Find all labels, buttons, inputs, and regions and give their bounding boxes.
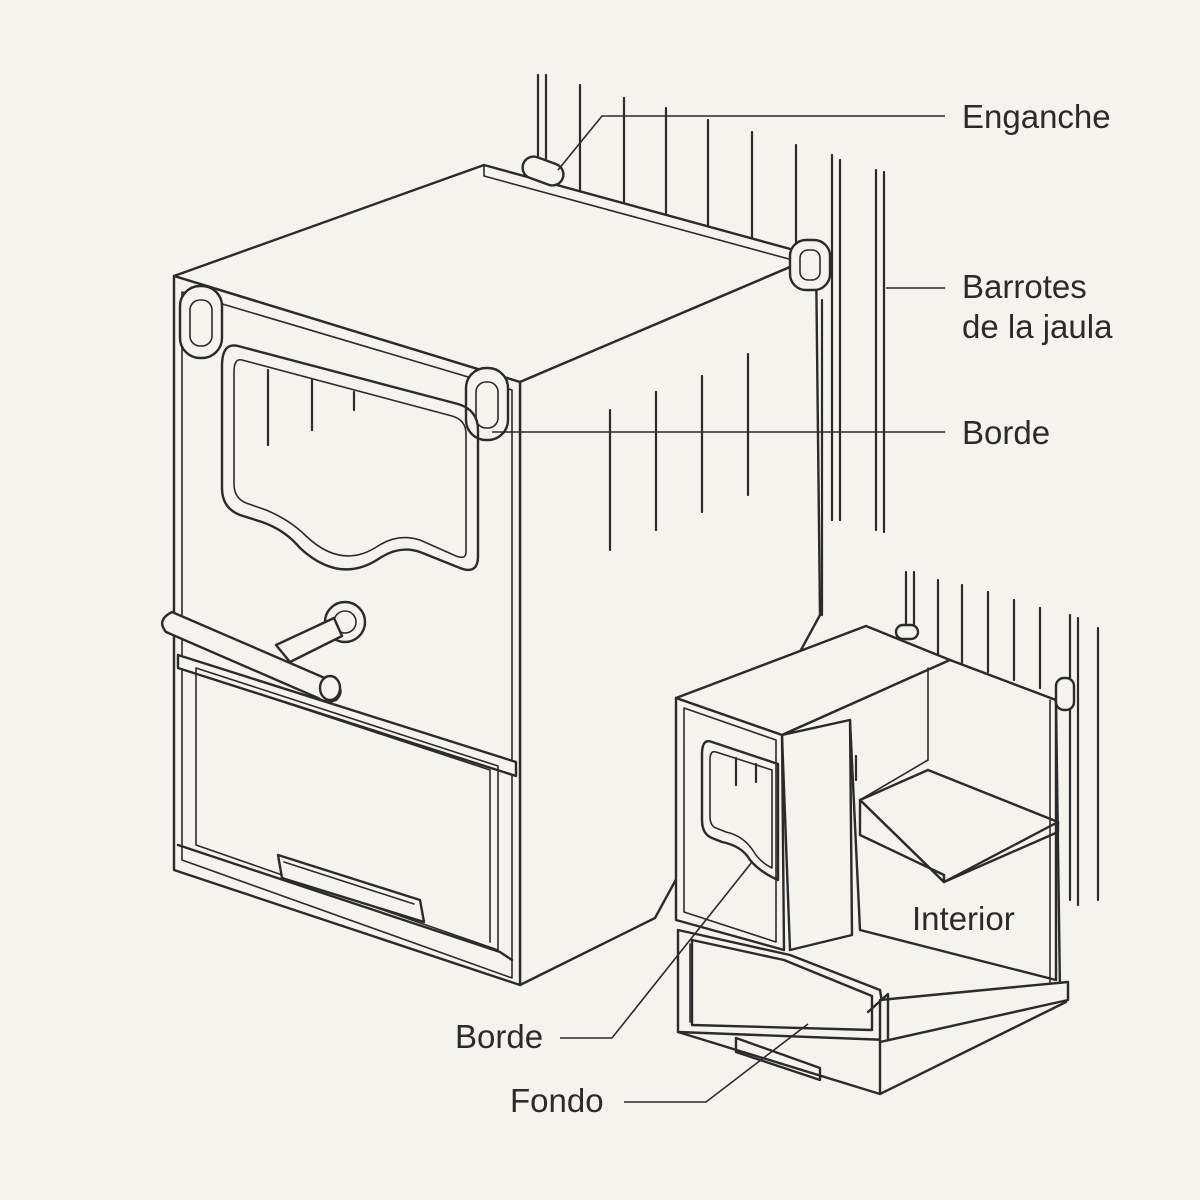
label-barrotes-line1: Barrotes xyxy=(962,268,1087,305)
small-nest-box-cutaway xyxy=(674,623,1076,1096)
label-borde-bottom: Borde xyxy=(455,1018,543,1055)
cage-bars-large xyxy=(536,73,886,617)
label-barrotes-line2: de la jaula xyxy=(962,308,1113,345)
perch xyxy=(160,600,367,703)
label-borde-top: Borde xyxy=(962,414,1050,451)
labels: Enganche Barrotes de la jaula Borde Inte… xyxy=(455,98,1113,1119)
cage-bars-small xyxy=(904,570,1100,907)
front-hook-right xyxy=(464,366,510,442)
leader-lines xyxy=(492,115,945,1103)
front-hook-left xyxy=(178,284,224,360)
label-enganche: Enganche xyxy=(962,98,1111,135)
hook-icon xyxy=(521,155,832,292)
leader-enganche xyxy=(557,115,945,171)
large-nest-box xyxy=(160,155,832,987)
label-fondo: Fondo xyxy=(510,1082,604,1119)
leader-borde-bottom xyxy=(560,861,753,1039)
label-interior: Interior xyxy=(912,900,1015,937)
leader-fondo xyxy=(624,1023,809,1103)
